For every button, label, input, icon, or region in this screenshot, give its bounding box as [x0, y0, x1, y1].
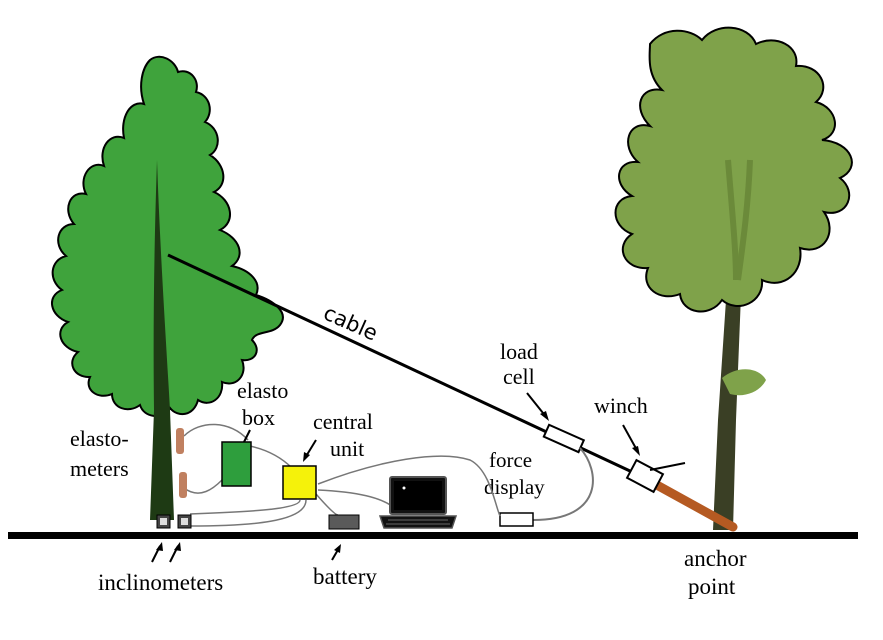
- battery-label: battery: [313, 564, 377, 589]
- load-cell-label-line1: load: [500, 339, 538, 364]
- laptop-icon: [378, 476, 458, 529]
- elasto-box-label-line1: elasto: [237, 378, 288, 403]
- load-cell-wire: [532, 447, 594, 521]
- winch-strap: [650, 479, 738, 532]
- inclinometers-label: inclinometers: [98, 570, 223, 595]
- load-cell-label-line2: cell: [503, 364, 535, 389]
- central-unit-label-line2: unit: [330, 436, 364, 461]
- inclinometer-pointer-head-left: [156, 542, 163, 551]
- elastometers-label-line2: meters: [70, 456, 129, 481]
- central-unit: [282, 465, 317, 500]
- anchor-tree: [614, 26, 853, 530]
- anchor-tree-inner-branch: [735, 159, 753, 281]
- central-unit-label-line1: central: [313, 409, 373, 434]
- test-tree: [51, 55, 284, 520]
- test-tree-foliage: [51, 55, 284, 417]
- force-display-label-line2: display: [484, 475, 545, 499]
- elastometer-lower: [179, 472, 187, 498]
- inclinometer-pointer-head-right: [174, 542, 181, 551]
- load-cell-pointer-head: [540, 411, 549, 421]
- winch-handle: [649, 462, 686, 471]
- anchor-point-label-line2: point: [688, 574, 736, 599]
- instrument-wires: [183, 423, 501, 527]
- inclinometer-pointers: [151, 545, 179, 563]
- test-tree-trunk: [150, 160, 174, 520]
- ground-line: [8, 532, 858, 539]
- elastometer-upper: [176, 428, 184, 454]
- load-cell: [542, 423, 586, 454]
- inclinometer-right-face: [181, 518, 188, 525]
- force-display: [499, 512, 534, 527]
- inclinometer-left-face: [160, 518, 167, 525]
- elasto-box-label-line2: box: [242, 405, 275, 430]
- battery-pointer-head: [334, 544, 341, 553]
- winch-label: winch: [594, 393, 648, 418]
- anchor-tree-inner-trunk: [725, 159, 739, 281]
- elastometers-label-line1: elasto-: [70, 426, 129, 451]
- anchor-tree-foliage: [614, 26, 853, 313]
- anchor-tree-branch-foliage: [722, 369, 766, 396]
- anchor-tree-trunk: [713, 270, 742, 530]
- anchor-point-label-line1: anchor: [684, 546, 747, 571]
- winch: [625, 458, 665, 494]
- battery: [328, 514, 360, 530]
- elasto-box: [221, 441, 252, 487]
- force-display-label-line1: force: [489, 448, 532, 472]
- central-unit-pointer-head: [303, 452, 310, 462]
- winch-pointer-head: [632, 446, 640, 456]
- elasto-box-pointer: [243, 429, 251, 443]
